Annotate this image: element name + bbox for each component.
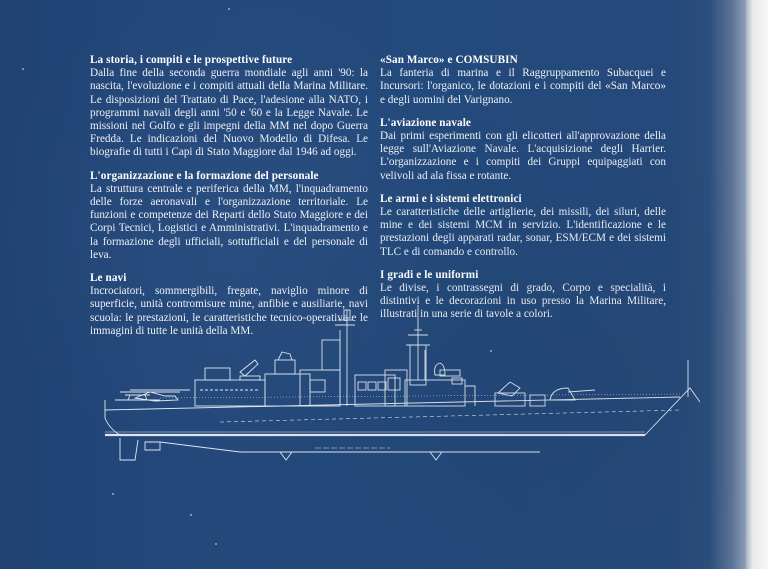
section-body: La fanteria di marina e il Raggruppament… xyxy=(380,67,666,106)
section-title: L'organizzazione e la formazione del per… xyxy=(90,169,319,182)
print-speck xyxy=(190,514,192,516)
section-navi: Le navi Incrociatori, sommergibili, freg… xyxy=(90,272,368,338)
print-speck xyxy=(112,493,114,495)
print-speck xyxy=(228,8,230,10)
section-body: Dai primi esperimenti con gli elicotteri… xyxy=(380,130,666,182)
section-body: Incrociatori, sommergibili, fregate, nav… xyxy=(90,285,368,337)
section-title: La storia, i compiti e le prospettive fu… xyxy=(90,54,293,66)
right-text-column: «San Marco» e COMSUBIN La fanteria di ma… xyxy=(380,54,666,332)
section-body: La struttura centrale e periferica della… xyxy=(90,182,368,261)
back-cover-page: La storia, i compiti e le prospettive fu… xyxy=(0,0,746,569)
section-title: Le navi xyxy=(90,272,127,285)
warship-line-drawing-icon xyxy=(104,305,701,461)
page-edge xyxy=(746,0,768,569)
section-aviazione: L'aviazione navale Dai primi esperimenti… xyxy=(380,117,666,183)
section-body: Le caratteristiche delle artiglierie, de… xyxy=(380,206,666,258)
section-san-marco: «San Marco» e COMSUBIN La fanteria di ma… xyxy=(380,54,666,107)
print-speck xyxy=(490,350,492,352)
section-storia: La storia, i compiti e le prospettive fu… xyxy=(90,54,368,160)
section-organizzazione: L'organizzazione e la formazione del per… xyxy=(90,170,368,262)
warship-illustration xyxy=(100,300,701,470)
section-title: L'aviazione navale xyxy=(380,116,471,129)
section-body: Dalla fine della seconda guerra mondiale… xyxy=(90,67,368,159)
section-armi: Le armi e i sistemi elettronici Le carat… xyxy=(380,193,666,259)
section-title: «San Marco» e COMSUBIN xyxy=(380,54,518,66)
section-gradi: I gradi e le uniformi Le divise, i contr… xyxy=(380,269,666,322)
print-speck xyxy=(22,68,24,70)
section-body: Le divise, i contrassegni di grado, Corp… xyxy=(380,282,666,321)
section-title: Le armi e i sistemi elettronici xyxy=(380,192,522,205)
section-title: I gradi e le uniformi xyxy=(380,268,479,281)
left-text-column: La storia, i compiti e le prospettive fu… xyxy=(90,54,368,348)
print-speck xyxy=(215,543,217,545)
